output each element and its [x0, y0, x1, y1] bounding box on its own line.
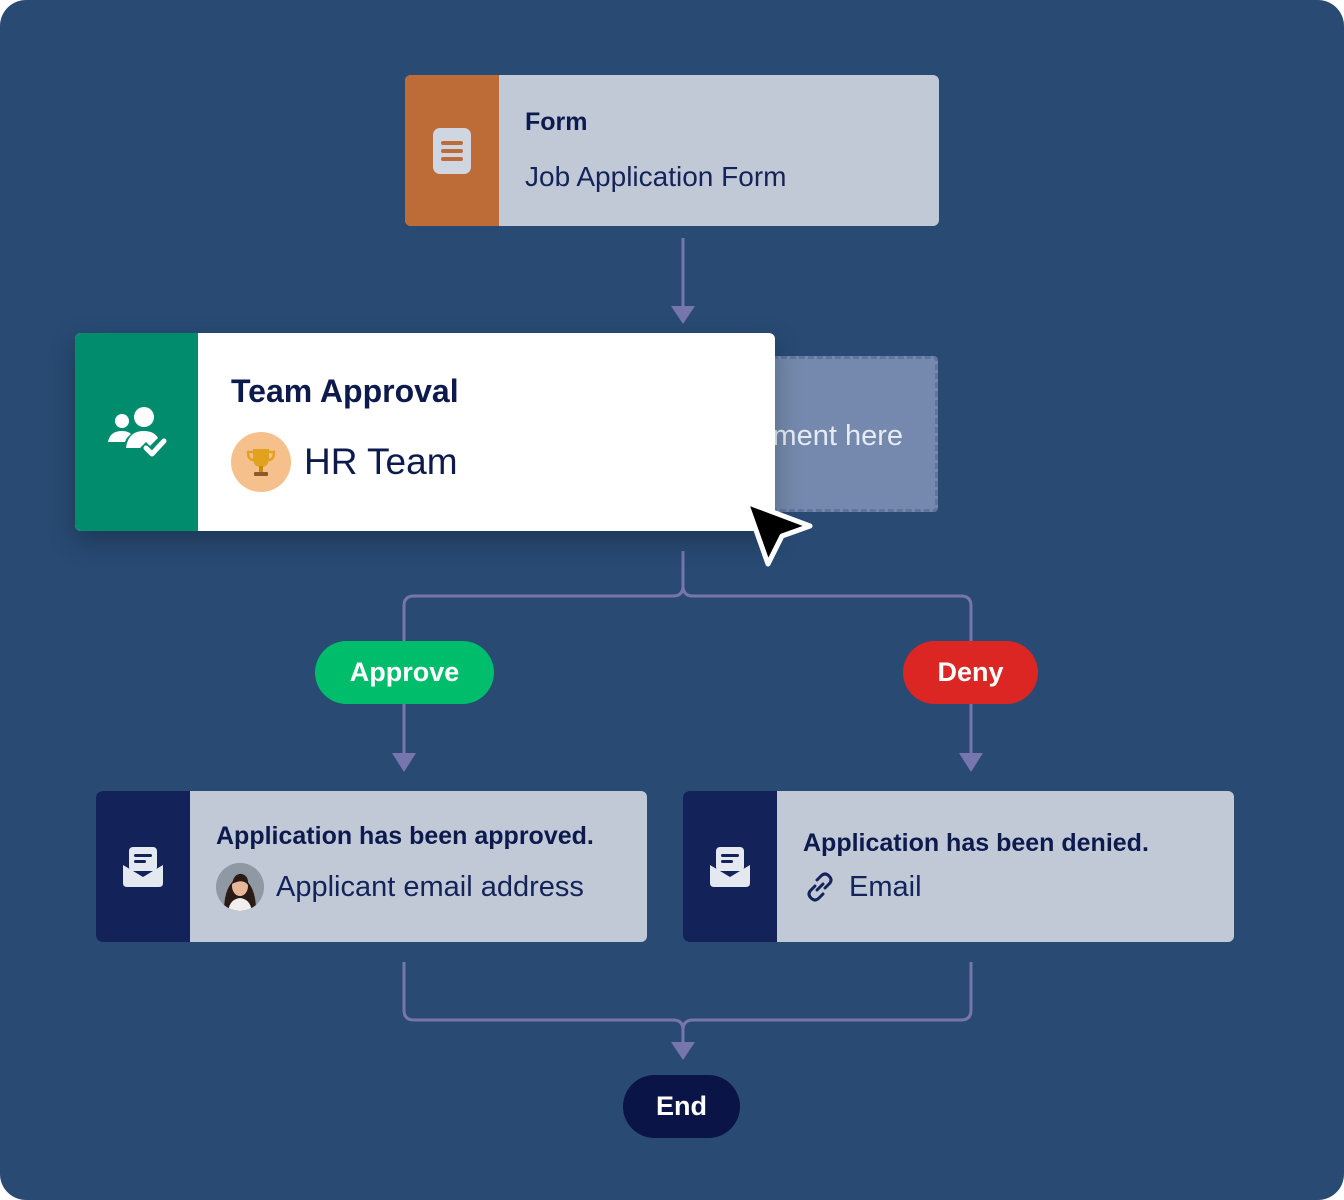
form-node-icon-panel: [405, 75, 499, 226]
denied-email-icon-panel: [683, 791, 777, 942]
connector-approval-split-right: [681, 585, 973, 755]
team-approval-icon: [107, 407, 166, 457]
approved-email-recipient-text: Applicant email address: [276, 870, 584, 903]
approved-email-icon-panel: [96, 791, 190, 942]
link-icon: [807, 872, 833, 902]
approval-node-title: Team Approval: [231, 372, 459, 409]
approved-email-title: Application has been approved.: [216, 822, 594, 850]
approve-branch-label[interactable]: Approve: [315, 641, 494, 704]
trophy-icon: [231, 431, 291, 492]
deny-branch-label[interactable]: Deny: [903, 641, 1038, 704]
drop-zone-text: ment here: [772, 420, 903, 452]
form-node-name: Job Application Form: [525, 161, 787, 192]
mail-icon: [123, 846, 163, 887]
approval-node-icon-panel: [75, 333, 198, 531]
applicant-avatar: [216, 863, 264, 911]
team-approval-node[interactable]: Team Approval HR Team: [75, 333, 775, 531]
approved-email-recipient[interactable]: Applicant email address: [216, 863, 647, 911]
denied-email-node[interactable]: Application has been denied. Email: [683, 791, 1234, 942]
denied-email-recipient-text: Email: [849, 870, 922, 903]
cursor-arrow-icon: [743, 499, 813, 567]
approval-assignee-name: HR Team: [304, 440, 458, 482]
approved-email-node[interactable]: Application has been approved. Applicant…: [96, 791, 647, 942]
denied-email-recipient[interactable]: Email: [803, 870, 1234, 904]
arrowhead-to-approval: [671, 306, 695, 324]
form-node-type-label: Form: [525, 108, 588, 136]
connector-merge-right: [681, 962, 973, 1031]
end-node[interactable]: End: [623, 1075, 740, 1138]
arrowhead-to-end: [671, 1042, 695, 1060]
document-icon: [433, 127, 471, 174]
approval-assignee[interactable]: HR Team: [231, 431, 775, 492]
arrowhead-to-approved: [392, 753, 416, 772]
arrowhead-to-denied: [959, 753, 983, 772]
denied-email-title: Application has been denied.: [803, 829, 1149, 857]
mail-icon: [710, 846, 750, 887]
form-node[interactable]: Form Job Application Form: [405, 75, 939, 226]
element-drop-zone[interactable]: ment here: [750, 356, 938, 512]
connector-merge-left: [402, 962, 685, 1045]
